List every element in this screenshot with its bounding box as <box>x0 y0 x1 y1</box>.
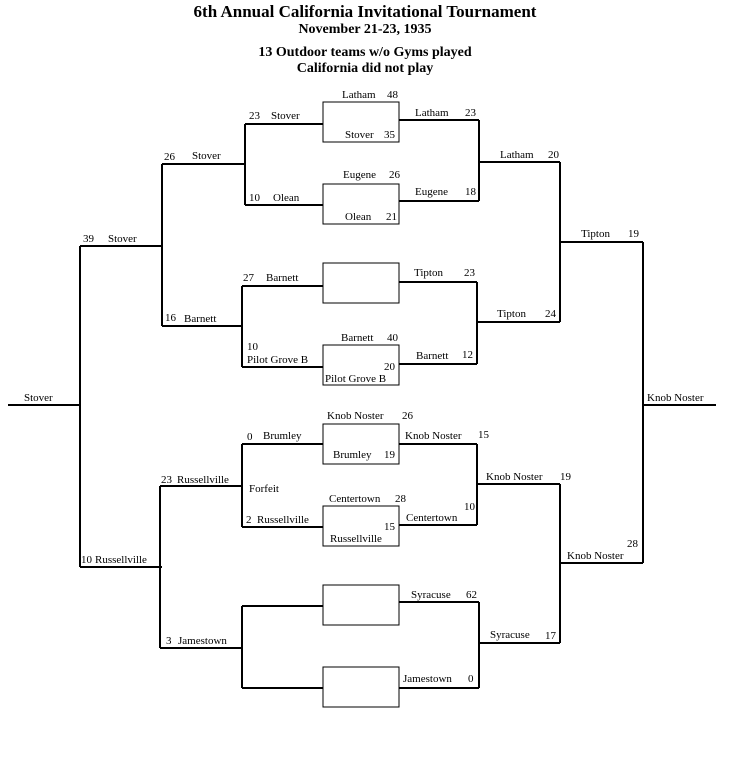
team-left-semi-top: Stover <box>108 233 137 245</box>
game-box <box>322 183 400 225</box>
team-left-r6: Russellville <box>257 514 309 526</box>
team-right-r4: Barnett <box>416 350 449 362</box>
game-box <box>322 666 400 708</box>
box6-bottom-team: Russellville <box>330 533 382 545</box>
score-right-r4: 12 <box>462 349 473 361</box>
box4-bottom-team: Pilot Grove B <box>325 373 387 385</box>
team-right-q3: Knob Noster <box>486 471 543 483</box>
team-right-q4: Syracuse <box>490 629 530 641</box>
box6-top-team: Centertown <box>329 493 381 505</box>
score-right-q3: 19 <box>560 471 571 483</box>
box5-bottom-score: 19 <box>384 449 395 461</box>
score-right-q1: 20 <box>548 149 559 161</box>
game-box <box>322 423 400 465</box>
team-left-q4: Jamestown <box>178 635 227 647</box>
score-left-r4: 10 <box>247 341 258 353</box>
game-box <box>322 584 400 626</box>
team-left-q1: Stover <box>192 150 221 162</box>
box6-bottom-score: 15 <box>384 521 395 533</box>
box1-bottom-team: Stover <box>345 129 374 141</box>
box2-top-team: Eugene <box>343 169 376 181</box>
team-right-q1: Latham <box>500 149 534 161</box>
box2-bottom-team: Olean <box>345 211 372 223</box>
score-left-r2: 10 <box>249 192 260 204</box>
box4-top-score: 40 <box>387 332 398 344</box>
box6-top-score: 28 <box>395 493 406 505</box>
score-right-r6: 10 <box>464 501 475 513</box>
score-left-r3: 27 <box>243 272 254 284</box>
score-left-q1: 26 <box>164 151 175 163</box>
box2-top-score: 26 <box>389 169 400 181</box>
box4-bottom-score: 20 <box>384 361 395 373</box>
score-left-semi-top: 39 <box>83 233 94 245</box>
champion-right: Knob Noster <box>647 392 704 404</box>
game-box <box>322 262 400 304</box>
team-right-q2: Tipton <box>497 308 526 320</box>
score-left-r5: 0 <box>247 431 253 443</box>
box1-bottom-score: 35 <box>384 129 395 141</box>
box1-top-score: 48 <box>387 89 398 101</box>
team-left-q2: Barnett <box>184 313 217 325</box>
team-left-semi-bottom: Russellville <box>95 554 147 566</box>
box4-top-team: Barnett <box>341 332 374 344</box>
box5-top-team: Knob Noster <box>327 410 384 422</box>
team-right-semi-bottom: Knob Noster <box>567 550 624 562</box>
team-left-r1: Stover <box>271 110 300 122</box>
team-right-r2: Eugene <box>415 186 448 198</box>
team-right-semi-top: Tipton <box>581 228 610 240</box>
score-left-q4: 3 <box>166 635 172 647</box>
tournament-title: 6th Annual California Invitational Tourn… <box>193 2 537 21</box>
champion-left: Stover <box>24 392 53 404</box>
team-right-r5: Knob Noster <box>405 430 462 442</box>
score-left-r6: 2 <box>246 514 252 526</box>
team-left-r4: Pilot Grove B <box>247 354 309 366</box>
score-right-r1: 23 <box>465 107 476 119</box>
game-box <box>322 344 400 386</box>
score-right-semi-top: 19 <box>628 228 639 240</box>
box5-top-score: 26 <box>402 410 413 422</box>
team-right-r3: Tipton <box>414 267 443 279</box>
team-right-r8: Jamestown <box>403 673 452 685</box>
game-box <box>322 101 400 143</box>
score-right-semi-bottom: 28 <box>627 538 638 550</box>
score-right-r2: 18 <box>465 186 476 198</box>
score-right-q4: 17 <box>545 630 556 642</box>
score-right-q2: 24 <box>545 308 556 320</box>
team-left-r3: Barnett <box>266 272 299 284</box>
score-left-q3: 23 <box>161 474 172 486</box>
team-right-r6: Centertown <box>406 512 458 524</box>
score-left-r1: 23 <box>249 110 260 122</box>
tournament-note-california: California did not play <box>296 61 434 76</box>
game-box <box>322 505 400 547</box>
team-right-r7: Syracuse <box>411 589 451 601</box>
score-right-r3: 23 <box>464 267 475 279</box>
box5-bottom-team: Brumley <box>333 449 372 461</box>
forfeit-note: Forfeit <box>249 483 279 495</box>
box1-top-team: Latham <box>342 89 376 101</box>
score-right-r7: 62 <box>466 589 477 601</box>
tournament-dates: November 21-23, 1935 <box>298 22 432 37</box>
score-right-r5: 15 <box>478 429 489 441</box>
box2-bottom-score: 21 <box>386 211 397 223</box>
team-right-r1: Latham <box>415 107 449 119</box>
score-right-r8: 0 <box>468 673 474 685</box>
tournament-note-teams: 13 Outdoor teams w/o Gyms played <box>258 45 472 60</box>
team-left-r2: Olean <box>273 192 300 204</box>
score-left-semi-bottom: 10 <box>81 554 92 566</box>
score-left-q2: 16 <box>165 312 176 324</box>
team-left-r5: Brumley <box>263 430 302 442</box>
team-left-q3: Russellville <box>177 474 229 486</box>
